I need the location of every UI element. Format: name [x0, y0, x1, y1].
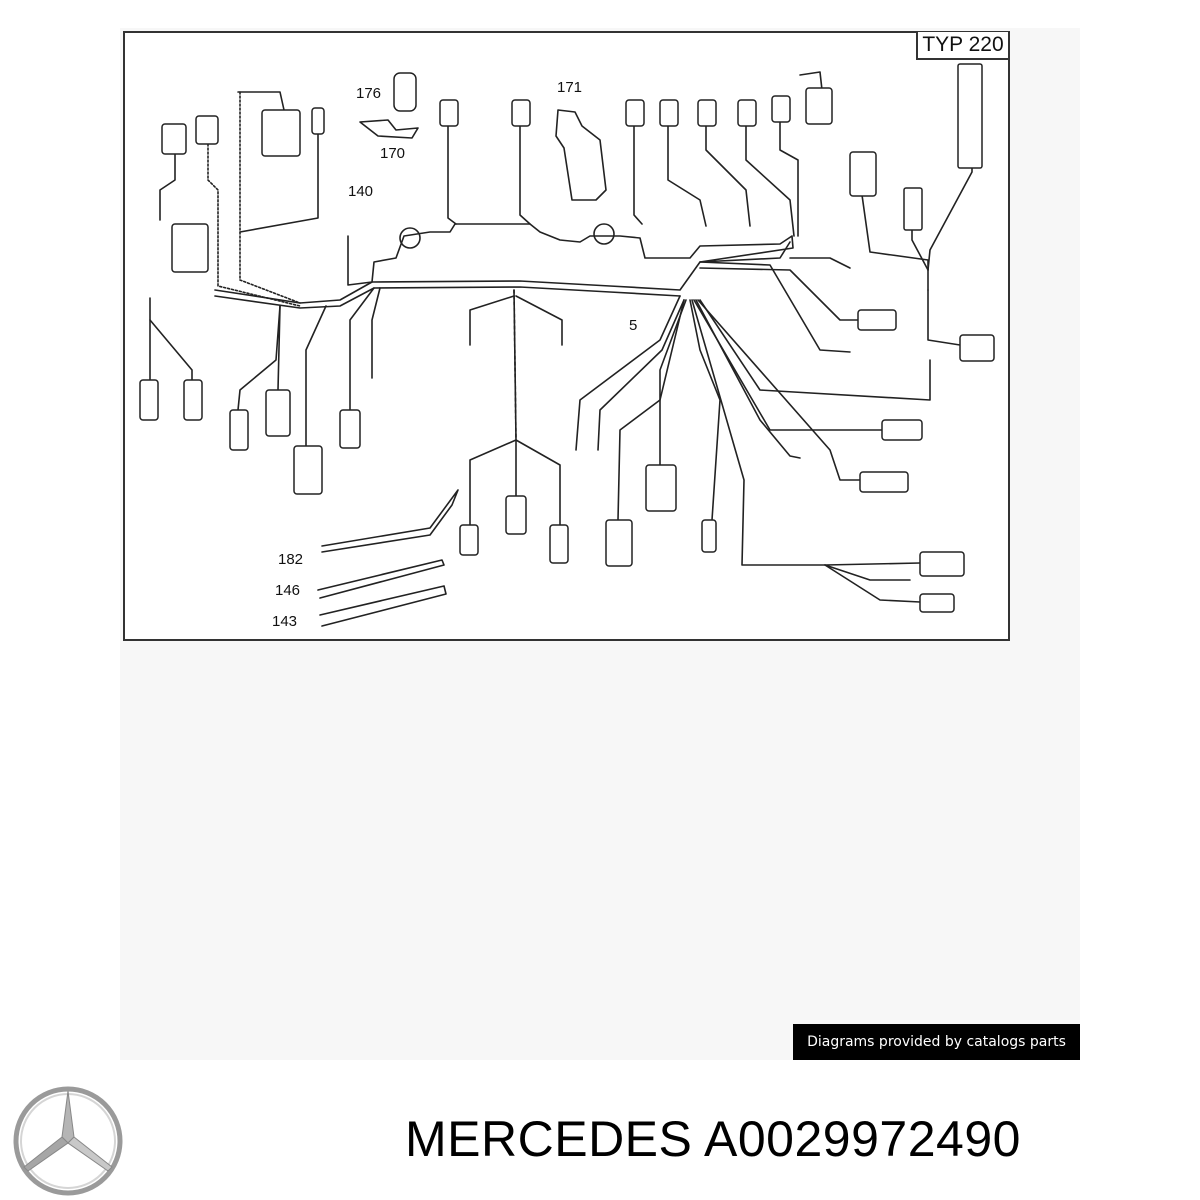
connector-top-10 — [195, 115, 219, 145]
connector-center-2 — [459, 524, 479, 556]
credit-banner: Diagrams provided by catalogs parts — [793, 1024, 1080, 1060]
grommet-right — [593, 223, 615, 245]
part-label-170: 170 — [380, 145, 405, 162]
part-label-5: 5 — [629, 317, 637, 334]
connector-block-left — [171, 223, 209, 273]
connector-left-1 — [139, 379, 159, 421]
part-label-143: 143 — [272, 613, 297, 630]
connector-top-11 — [161, 123, 187, 155]
connector-top-9 — [261, 109, 301, 157]
relay-box — [957, 63, 983, 169]
type-label: TYP 220 — [916, 32, 1008, 60]
connector-center-1 — [505, 495, 527, 535]
grommet-left — [399, 227, 421, 249]
mercedes-star-logo-icon — [13, 1086, 123, 1196]
connector-right-1 — [849, 151, 877, 197]
part-label-140: 140 — [348, 183, 373, 200]
part-label-176: 176 — [356, 85, 381, 102]
connector-center-3 — [549, 524, 569, 564]
connector-top-7 — [771, 95, 791, 123]
connector-top-2 — [511, 99, 531, 127]
bracket-170 — [359, 119, 419, 139]
connector-right-8 — [919, 593, 955, 613]
connector-left-5 — [293, 445, 323, 495]
connector-left-2 — [183, 379, 203, 421]
cable-tie-182 — [321, 489, 459, 553]
wiring-harness-diagram: 176 170 171 140 5 182 146 143 — [139, 63, 995, 630]
sleeve-176 — [393, 72, 417, 112]
bracket-171 — [555, 109, 607, 201]
connector-center-6 — [701, 519, 717, 553]
product-title: MERCEDES A0029972490 — [405, 1111, 1021, 1167]
housing-140 — [347, 223, 794, 286]
connector-top-3 — [625, 99, 645, 127]
connector-right-6 — [859, 471, 909, 493]
connector-right-5 — [881, 419, 923, 441]
cable-tie-146 — [317, 559, 445, 599]
connector-left-4 — [265, 389, 291, 437]
connector-center-5 — [605, 519, 633, 567]
connector-right-2 — [903, 187, 923, 231]
connector-top-4 — [659, 99, 679, 127]
connector-left-3 — [229, 409, 249, 451]
cable-tie-143 — [319, 585, 447, 627]
connector-top-5 — [697, 99, 717, 127]
connector-right-3 — [857, 309, 897, 331]
part-label-171: 171 — [557, 79, 582, 96]
main-harness-trunk — [214, 241, 791, 304]
connector-top-1 — [439, 99, 459, 127]
part-label-182: 182 — [278, 551, 303, 568]
connector-top-12 — [311, 107, 325, 135]
part-label-146: 146 — [275, 582, 300, 599]
connector-top-6 — [737, 99, 757, 127]
connector-right-7 — [919, 551, 965, 577]
connector-top-8 — [805, 87, 833, 125]
connector-right-4 — [959, 334, 995, 362]
connector-center-4 — [645, 464, 677, 512]
connector-left-6 — [339, 409, 361, 449]
